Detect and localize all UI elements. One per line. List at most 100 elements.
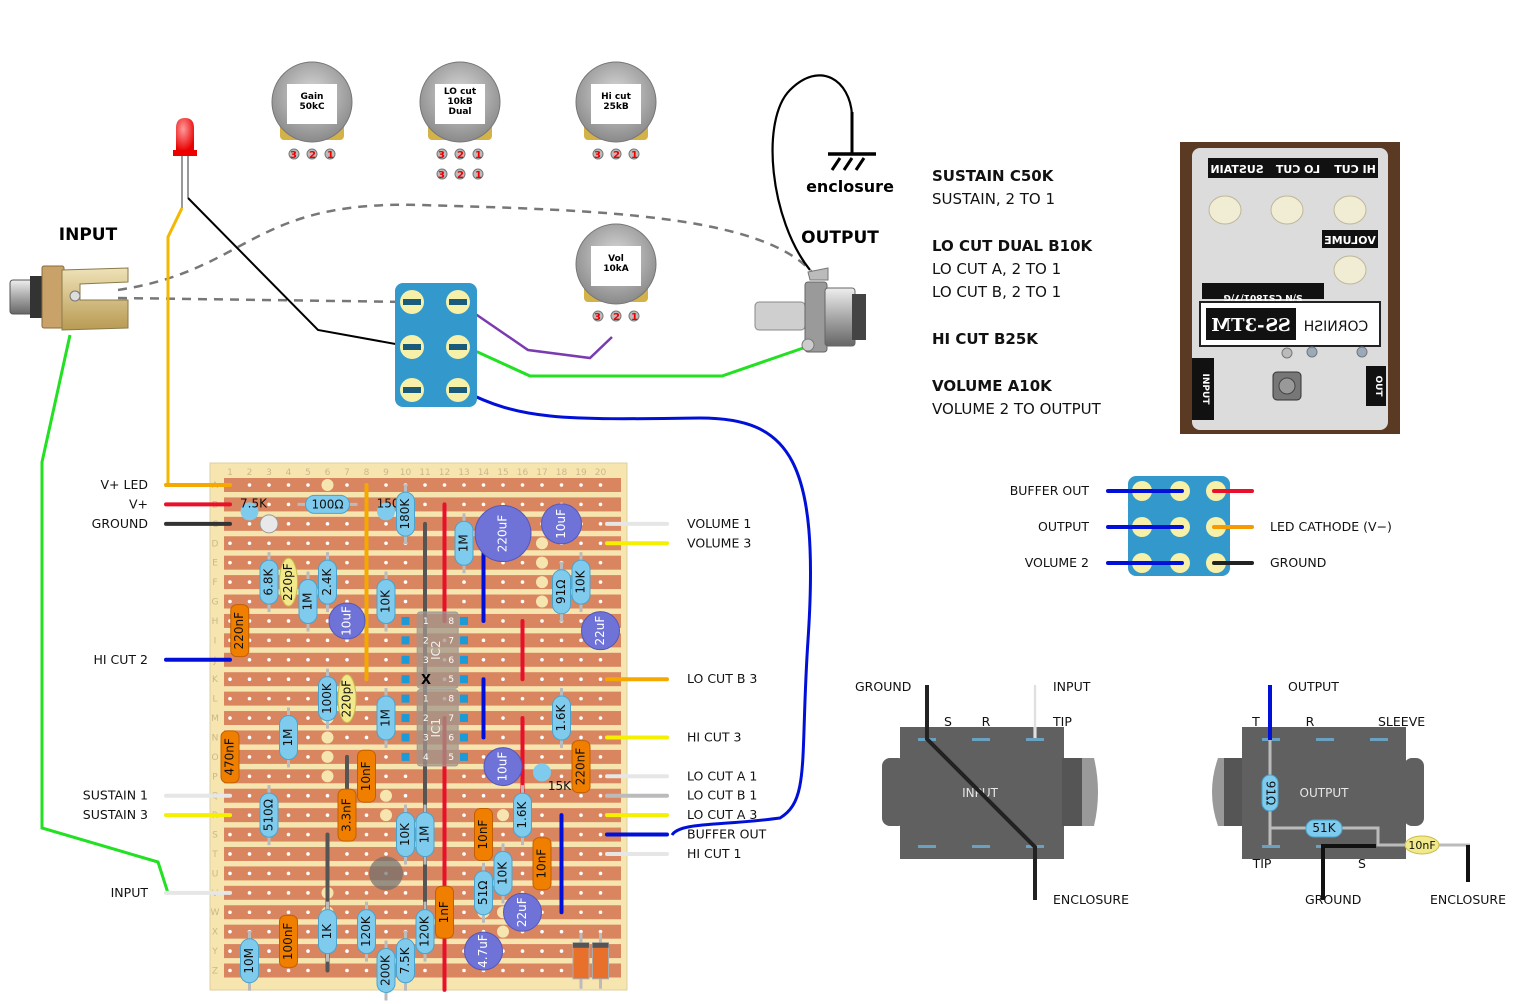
svg-text:10K: 10K — [574, 569, 588, 593]
track-cut — [536, 576, 548, 589]
svg-text:4.7uF: 4.7uF — [476, 934, 490, 968]
wire-enclosure-ground — [771, 74, 854, 271]
pot-pin-number: 1 — [327, 150, 334, 161]
svg-text:7.5K: 7.5K — [240, 496, 268, 510]
svg-text:10uF: 10uF — [554, 509, 568, 539]
svg-text:120K: 120K — [359, 915, 373, 947]
note-heading: VOLUME A10K — [932, 377, 1053, 395]
input-diagram-r: R — [982, 714, 991, 729]
pot-pin-number: 3 — [290, 150, 297, 161]
pot-pin-number: 2 — [309, 150, 316, 161]
board-column-number: 11 — [419, 468, 430, 478]
ic-pin-number: 8 — [448, 695, 454, 705]
pedal-label-hicut: HI CUT — [1334, 163, 1376, 176]
resistor: 7.5K — [240, 496, 268, 521]
pot-pin-number: 2 — [457, 170, 464, 181]
svg-text:1.6K: 1.6K — [554, 703, 568, 731]
board-column-number: 18 — [556, 468, 568, 478]
resistor: 6.8K — [259, 552, 279, 613]
film-capacitor: 3.3nF — [337, 788, 357, 842]
resistor: 51Ω — [474, 862, 493, 923]
ic-pin-number: 7 — [448, 714, 454, 724]
pot-label: Dual — [448, 107, 471, 117]
board-wire-label: BUFFER OUT — [687, 827, 767, 842]
pedal-photo: HI CUT LO CUT SUSTAIN VOLUME S/N CS1801/… — [1180, 142, 1400, 434]
board-column-number: 19 — [575, 468, 587, 478]
svg-text:1M: 1M — [301, 593, 315, 611]
pot-label: 50kC — [299, 102, 325, 112]
svg-text:1nF: 1nF — [437, 901, 451, 923]
track-cut — [321, 479, 334, 491]
copper-strip — [224, 866, 621, 881]
pot-label: 25kB — [603, 102, 629, 112]
resistor: 10K — [571, 552, 591, 613]
svg-text:10nF: 10nF — [1408, 839, 1435, 852]
board-column-number: 17 — [536, 468, 547, 478]
board-row-letter: O — [211, 753, 218, 763]
board-row-letter: L — [212, 695, 217, 705]
track-cut — [321, 731, 334, 744]
pot-pin-number: 1 — [475, 150, 482, 161]
board-row-letter: N — [212, 733, 219, 743]
electrolytic-capacitor: 220uF — [474, 505, 532, 563]
input-jack-diagram: INPUT S R TIP GROUND INPUT ENCLOSURE — [855, 679, 1129, 907]
board-wire-label: SUSTAIN 1 — [83, 788, 148, 803]
resistor: 100K — [318, 668, 337, 729]
pot-label: Hi cut — [601, 92, 631, 102]
pedal-model: SS-3TM — [1211, 315, 1291, 336]
pedal-serial: S/N CS1801/7/G — [1224, 292, 1303, 302]
board-column-number: 2 — [247, 468, 253, 478]
legend-left-label: VOLUME 2 — [1025, 555, 1089, 570]
output-diagram-ground-label: GROUND — [1305, 892, 1361, 907]
board-row-letter: T — [211, 850, 218, 860]
svg-text:51Ω: 51Ω — [476, 881, 490, 905]
dashed-wire-input-to-switch — [117, 296, 413, 304]
svg-text:7.5K: 7.5K — [398, 946, 412, 974]
board-row-letter: Y — [211, 947, 218, 957]
electrolytic-capacitor: 4.7uF — [464, 931, 503, 971]
pot-label: 10kB — [447, 97, 473, 107]
dashed-wire-input-to-output — [117, 203, 813, 292]
wire-led-anode — [166, 207, 232, 487]
board-row-letter: I — [214, 636, 217, 646]
board-column-number: 4 — [286, 468, 292, 478]
svg-text:220nF: 220nF — [574, 748, 588, 786]
pot-label: Gain — [301, 92, 324, 102]
board-row-letter: U — [212, 869, 219, 879]
pedal-side-out: OUT — [1373, 375, 1383, 397]
svg-text:10nF: 10nF — [535, 849, 549, 879]
pot-pin-number: 3 — [438, 150, 445, 161]
led — [173, 118, 197, 156]
pedal-label-locut: LO CUT — [1275, 163, 1320, 176]
board-column-number: 6 — [325, 468, 331, 478]
svg-text:100K: 100K — [320, 682, 334, 714]
note-heading: LO CUT DUAL B10K — [932, 237, 1094, 255]
board-row-letter: F — [212, 578, 217, 588]
output-diagram-10nf: 10nF — [1404, 835, 1440, 855]
board-wire-label: VOLUME 3 — [687, 535, 751, 550]
svg-text:470nF: 470nF — [223, 738, 237, 776]
output-diagram-t: T — [1251, 714, 1260, 729]
diode — [572, 932, 590, 989]
resistor: 1K — [318, 901, 337, 962]
ic-pin-number: 5 — [448, 675, 454, 685]
ceramic-capacitor: 220pF — [279, 557, 298, 607]
enclosure-label: enclosure — [806, 177, 894, 196]
board-row-letter: X — [212, 928, 218, 938]
pedal-side-input: INPUT — [1200, 374, 1210, 406]
svg-text:220pF: 220pF — [281, 563, 295, 601]
track-cut — [321, 770, 334, 783]
pot-pin-number: 3 — [594, 312, 601, 323]
svg-text:10nF: 10nF — [476, 820, 490, 850]
track-cut — [536, 556, 548, 569]
trimmer — [259, 514, 279, 534]
board-row-letter: W — [211, 908, 220, 918]
input-diagram-tip: TIP — [1052, 714, 1072, 729]
track-cut — [497, 809, 509, 822]
svg-text:100Ω: 100Ω — [311, 497, 343, 511]
